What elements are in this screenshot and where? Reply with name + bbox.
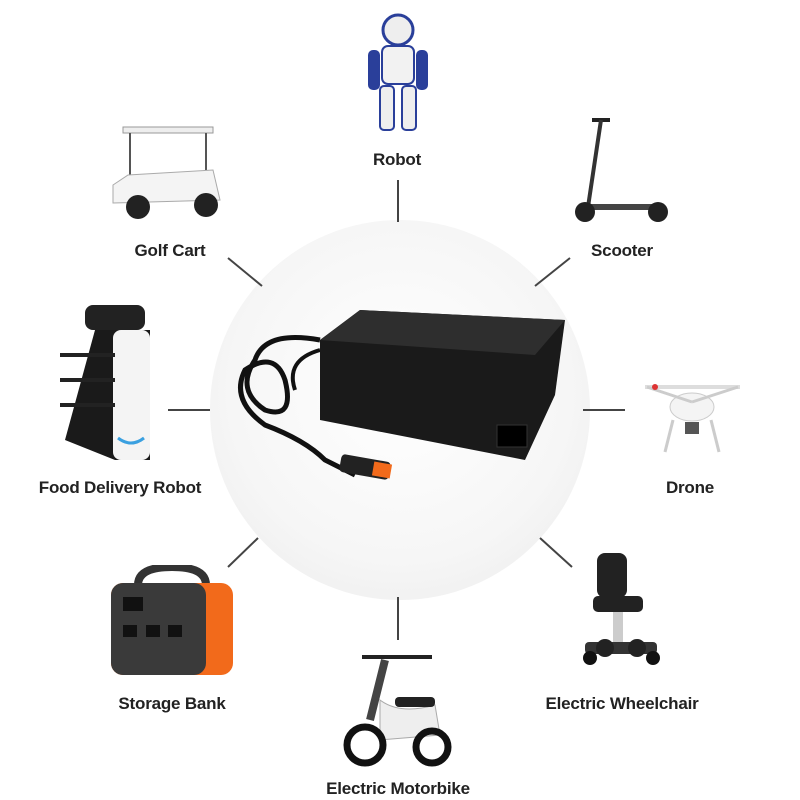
label-food-delivery-robot: Food Delivery Robot: [38, 478, 202, 497]
delivery-robot-icon: [60, 305, 150, 460]
drone-icon: [645, 384, 740, 453]
label-drone: Drone: [665, 478, 715, 497]
label-robot: Robot: [372, 150, 422, 169]
label-motorbike: Electric Motorbike: [326, 779, 470, 798]
motorbike-icon: [343, 655, 452, 767]
connector-storage: [227, 537, 259, 568]
connector-wheelchair: [539, 537, 573, 568]
scooter-icon: [575, 118, 668, 222]
robot-icon: [368, 13, 428, 131]
label-golf-cart: Golf Cart: [134, 241, 206, 260]
label-wheelchair: Electric Wheelchair: [545, 694, 699, 713]
golf-cart-icon: [112, 126, 221, 219]
charger-icon: [238, 310, 565, 480]
power-station-icon: [111, 565, 233, 675]
wheelchair-icon: [583, 553, 660, 665]
label-storage-bank: Storage Bank: [118, 694, 226, 713]
connector-golf: [227, 257, 263, 287]
connector-scooter: [534, 257, 571, 287]
label-scooter: Scooter: [591, 241, 653, 260]
